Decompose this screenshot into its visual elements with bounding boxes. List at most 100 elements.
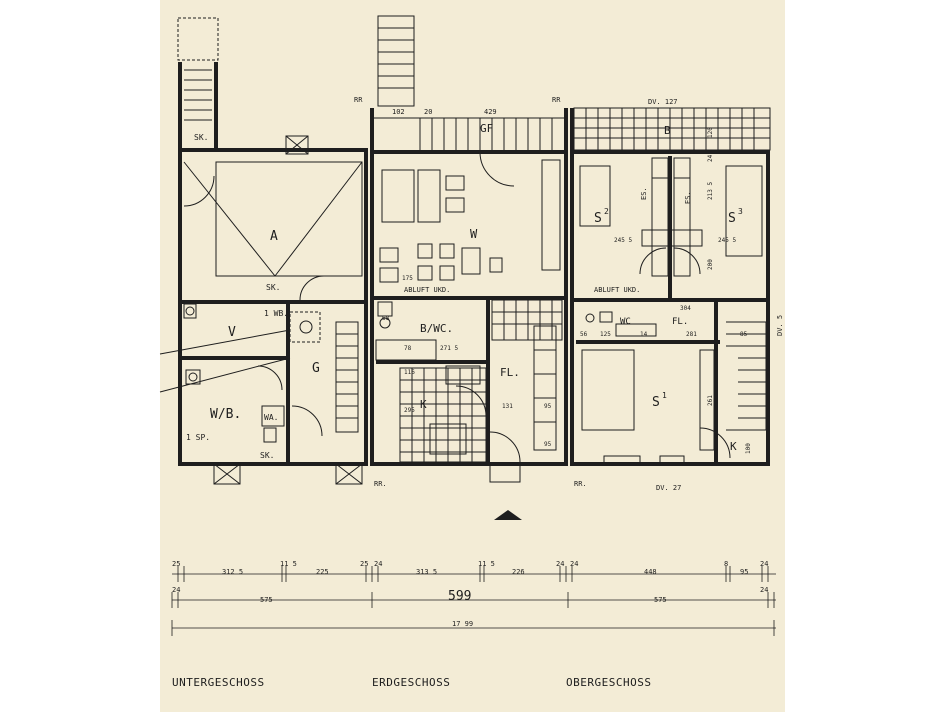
- dim-24-upper: 24: [707, 154, 714, 162]
- dim-95-b: 95: [544, 441, 552, 448]
- dim-281: 281: [686, 331, 697, 338]
- dim-row2-24-a: 24: [172, 586, 180, 594]
- dim-56: 56: [580, 331, 588, 338]
- upper-closets: [579, 157, 763, 451]
- label-ES-2: ES.: [684, 191, 692, 204]
- orientation-arrow-marker: [494, 510, 522, 520]
- dim-row3-total: 17 99: [452, 620, 473, 628]
- dim-row2-575-a: 575: [260, 596, 273, 604]
- dim-245-5-a: 245 5: [614, 237, 632, 244]
- caption-obergeschoss: OBERGESCHOSS: [566, 676, 652, 689]
- dim-200: 200: [707, 259, 714, 270]
- basement-outline: [178, 148, 368, 466]
- label-1SP: 1 SP.: [186, 433, 210, 442]
- room-FL: FL.: [500, 366, 520, 379]
- room-GF: GF: [480, 122, 493, 135]
- room-S2-sup: 2: [604, 207, 609, 216]
- label-SK-bottom: SK.: [260, 451, 274, 460]
- ground-floor-plan: W GF B/WC. FL. K ABLUFT UKD. RR RR. 102 …: [354, 15, 568, 488]
- dim-row2-599: 599: [448, 589, 471, 604]
- dim-row2-24-b: 24: [760, 586, 768, 594]
- dim-dv-127: DV. 127: [648, 98, 678, 106]
- ground-tiles: [375, 299, 563, 483]
- dim-295: 295: [404, 407, 415, 414]
- room-B-balcony: B: [664, 124, 671, 137]
- dim-row1-25: 25: [172, 560, 180, 568]
- room-V: V: [228, 325, 236, 340]
- dim-row1-24-d: 24: [760, 560, 768, 568]
- dim-row1-448: 448: [644, 568, 657, 576]
- dimension-labels-row1: 25 312 5 11 5 225 25 24 313 5 11 5 226 2…: [172, 560, 768, 576]
- basement-stair: [335, 321, 359, 433]
- room-FL-upper: FL.: [672, 317, 688, 327]
- dim-85: 85: [740, 331, 748, 338]
- room-S2: S: [594, 211, 602, 226]
- dim-row1-24-c: 24: [570, 560, 578, 568]
- room-K-upper: K: [730, 440, 737, 453]
- dim-row2-575-b: 575: [654, 596, 667, 604]
- dim-row1-11-5-a: 11 5: [280, 560, 297, 568]
- dim-100: 100: [745, 443, 752, 454]
- label-RR-ground-top: RR: [354, 96, 363, 104]
- upper-floor-plan: S 2 S 3 S 1 B K WC FL. ES. ES. ABLUFT UK…: [552, 96, 784, 492]
- dim-68: 68: [382, 315, 390, 322]
- room-K: K: [420, 398, 427, 411]
- dim-row1-313-5: 313 5: [416, 568, 437, 576]
- dim-120: 120: [707, 127, 714, 138]
- dim-429: 429: [484, 108, 497, 116]
- basement-shaft: [177, 17, 219, 61]
- dim-row1-8: 8: [724, 560, 728, 568]
- caption-untergeschoss: UNTERGESCHOSS: [172, 676, 265, 689]
- caption-erdgeschoss: ERDGESCHOSS: [372, 676, 451, 689]
- dim-304: 304: [680, 305, 691, 312]
- room-WB: W/B.: [210, 407, 241, 422]
- dim-row1-225: 225: [316, 568, 329, 576]
- dimension-lines: [171, 566, 776, 636]
- dim-row1-226: 226: [512, 568, 525, 576]
- dim-116: 116: [404, 369, 415, 376]
- basement-stair-top: [184, 69, 212, 121]
- dimension-labels-row2: 24 575 599 575 24: [172, 586, 768, 604]
- label-RR-ground-bottom: RR.: [374, 480, 387, 488]
- label-abluft-ground: ABLUFT UKD.: [404, 286, 450, 294]
- ground-terrace-grid: [372, 117, 566, 150]
- dim-125: 125: [600, 331, 611, 338]
- dim-row1-25-b: 25: [360, 560, 368, 568]
- dim-78: 78: [404, 345, 412, 352]
- room-A: A: [270, 229, 278, 244]
- label-ES-1: ES.: [640, 187, 648, 200]
- label-abluft-upper: ABLUFT UKD.: [594, 286, 640, 294]
- label-1WB: 1 WB.: [264, 309, 288, 318]
- dim-245-5-b: 245 5: [718, 237, 736, 244]
- upper-stair: [726, 321, 767, 431]
- dim-175: 175: [402, 275, 413, 282]
- dim-row1-24-b: 24: [556, 560, 564, 568]
- room-BWC: B/WC.: [420, 322, 453, 335]
- dim-102: 102: [392, 108, 405, 116]
- label-RR-upper-bottom: RR.: [574, 480, 587, 488]
- room-S1: S: [652, 395, 660, 410]
- room-WC-upper: WC: [620, 317, 631, 327]
- dim-row1-312-5: 312 5: [222, 568, 243, 576]
- room-S3-sup: 3: [738, 207, 743, 216]
- dim-dv-5: DV. 5: [776, 315, 784, 336]
- dim-20: 20: [424, 108, 432, 116]
- dim-dv-27: DV. 27: [656, 484, 681, 492]
- living-furniture: [379, 159, 561, 283]
- dim-row1-24-a: 24: [374, 560, 382, 568]
- room-S1-sup: 1: [662, 391, 667, 400]
- dim-131: 131: [502, 403, 513, 410]
- room-W: W: [470, 227, 478, 241]
- dim-14: 14: [640, 331, 648, 338]
- label-RR-upper-top: RR: [552, 96, 561, 104]
- label-SK-mid: SK.: [266, 283, 280, 292]
- room-G: G: [312, 361, 320, 376]
- basement-light-well: [285, 135, 309, 155]
- dim-95-a: 95: [544, 403, 552, 410]
- dim-271-5: 271 5: [440, 345, 458, 352]
- dim-row1-11-5-b: 11 5: [478, 560, 495, 568]
- label-SK-top: SK.: [194, 133, 208, 142]
- room-S3: S: [728, 211, 736, 226]
- dim-row1-95: 95: [740, 568, 748, 576]
